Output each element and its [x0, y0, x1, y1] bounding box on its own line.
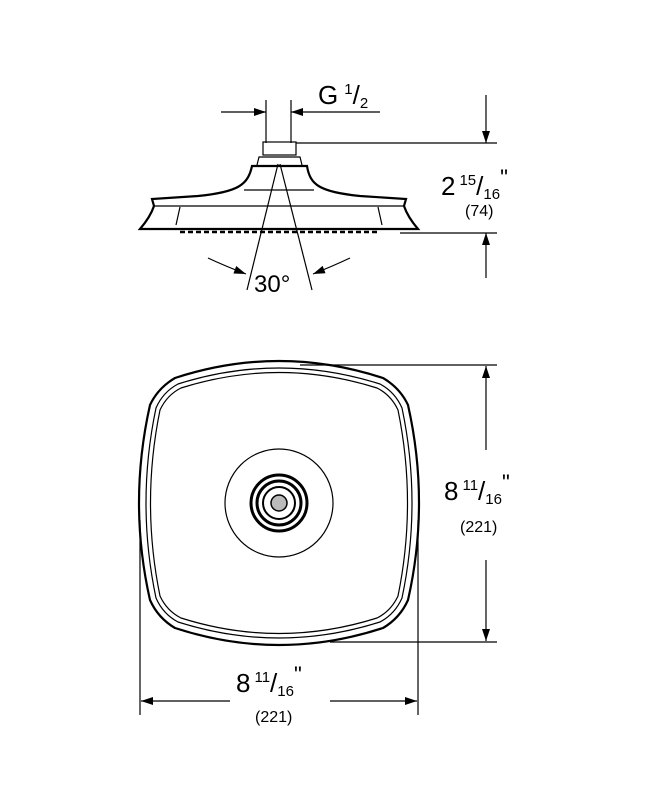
spray-angle-line-left	[246, 163, 279, 291]
top-width-metric: (221)	[255, 709, 292, 726]
spray-angle-line-right	[279, 163, 313, 291]
side-height-metric: (74)	[465, 203, 493, 220]
top-height-metric: (221)	[460, 519, 497, 536]
mount-circle	[224, 448, 334, 558]
spray-angle-label: 30°	[254, 271, 290, 298]
